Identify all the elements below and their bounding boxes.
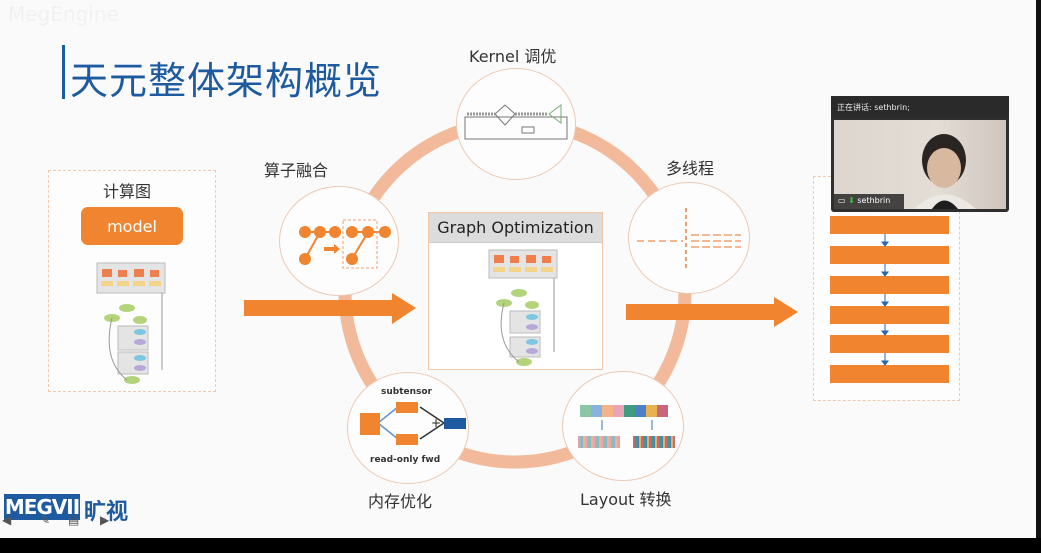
- screen-share-icon: ▭: [838, 196, 846, 205]
- execution-step-bar: [830, 276, 949, 294]
- memory-subtensor-icon: +: [360, 402, 466, 445]
- pen-tool-icon[interactable]: ✎: [40, 513, 51, 527]
- participant-name-tag: ▭ ⬇ sethbrin: [834, 194, 904, 209]
- input-arrow: [244, 293, 416, 324]
- graph-optimization-box: Graph Optimization: [428, 212, 603, 370]
- graph-thumbnail-icon: [96, 262, 166, 384]
- execution-step-bar: [830, 246, 949, 264]
- kernel-tuning-node: [456, 68, 576, 180]
- graph-optimization-diagram-icon: [488, 249, 558, 366]
- memory-optimization-label: 内存优化: [368, 492, 433, 511]
- kernel-tuning-label: Kernel 调优: [469, 47, 557, 66]
- multithreading-node: [628, 182, 750, 294]
- down-arrow-icon: [881, 330, 889, 336]
- window-edge: [1036, 0, 1041, 553]
- model-block: model: [81, 207, 183, 245]
- operator-fusion-node: [279, 186, 399, 296]
- layout-colorblocks-icon: [578, 405, 675, 448]
- layout-top-row: [580, 405, 668, 417]
- kernel-diagram-icon: [464, 104, 568, 140]
- down-arrow-icon: [881, 271, 889, 277]
- participant-name: sethbrin: [857, 196, 891, 205]
- multithread-arrows-icon: [637, 208, 741, 271]
- speaker-video-overlay[interactable]: 正在讲话: sethbrin; ▭ ⬇ sethbrin: [831, 96, 1009, 212]
- next-slide-icon[interactable]: ▶: [100, 513, 110, 527]
- operator-fusion-label: 算子融合: [264, 161, 329, 180]
- memory-optimization-node: subtensor + read-only fwd: [347, 372, 469, 484]
- title-accent-bar: [62, 45, 65, 99]
- execution-step-bar: [830, 306, 949, 324]
- subtensor-text: subtensor: [381, 387, 432, 397]
- faded-header-text: MegEngine: [8, 2, 119, 26]
- down-arrow-icon: [881, 360, 889, 366]
- read-only-fwd-text: read-only fwd: [370, 455, 441, 465]
- slide-title: 天元整体架构概览: [70, 59, 383, 103]
- taskbar-strip: [0, 538, 1041, 553]
- execution-step-bar: [830, 335, 949, 353]
- down-arrow-icon: [881, 301, 889, 307]
- graph-optimization-title: Graph Optimization: [429, 213, 602, 243]
- down-arrow-icon: [881, 241, 889, 247]
- execution-step-bar: [830, 365, 949, 383]
- computation-graph-label: 计算图: [103, 182, 152, 201]
- speaking-indicator: 正在讲话: sethbrin;: [831, 96, 1009, 118]
- layout-transform-node: [562, 371, 684, 481]
- slide-menu-icon[interactable]: ▤: [68, 513, 80, 527]
- layout-bottom-left: [578, 436, 620, 448]
- megvii-logo: MEGVII: [4, 494, 80, 520]
- operator-fusion-icon: [299, 219, 391, 269]
- mic-active-icon: ⬇: [848, 196, 855, 205]
- step-arrows: [881, 234, 889, 366]
- layout-transform-label: Layout 转换: [580, 490, 672, 509]
- svg-text:+: +: [431, 416, 441, 430]
- output-arrow: [626, 297, 798, 327]
- person-silhouette-icon: [914, 134, 976, 209]
- slide-canvas: MegEngine 天元整体架构概览 计算图 model Kernel 调优: [0, 0, 1036, 538]
- megvii-logo-cn: 旷视: [84, 500, 129, 525]
- prev-slide-icon[interactable]: ◀: [2, 513, 12, 527]
- multithreading-label: 多线程: [666, 159, 715, 178]
- execution-step-bar: [830, 216, 949, 234]
- layout-bottom-right: [633, 436, 675, 448]
